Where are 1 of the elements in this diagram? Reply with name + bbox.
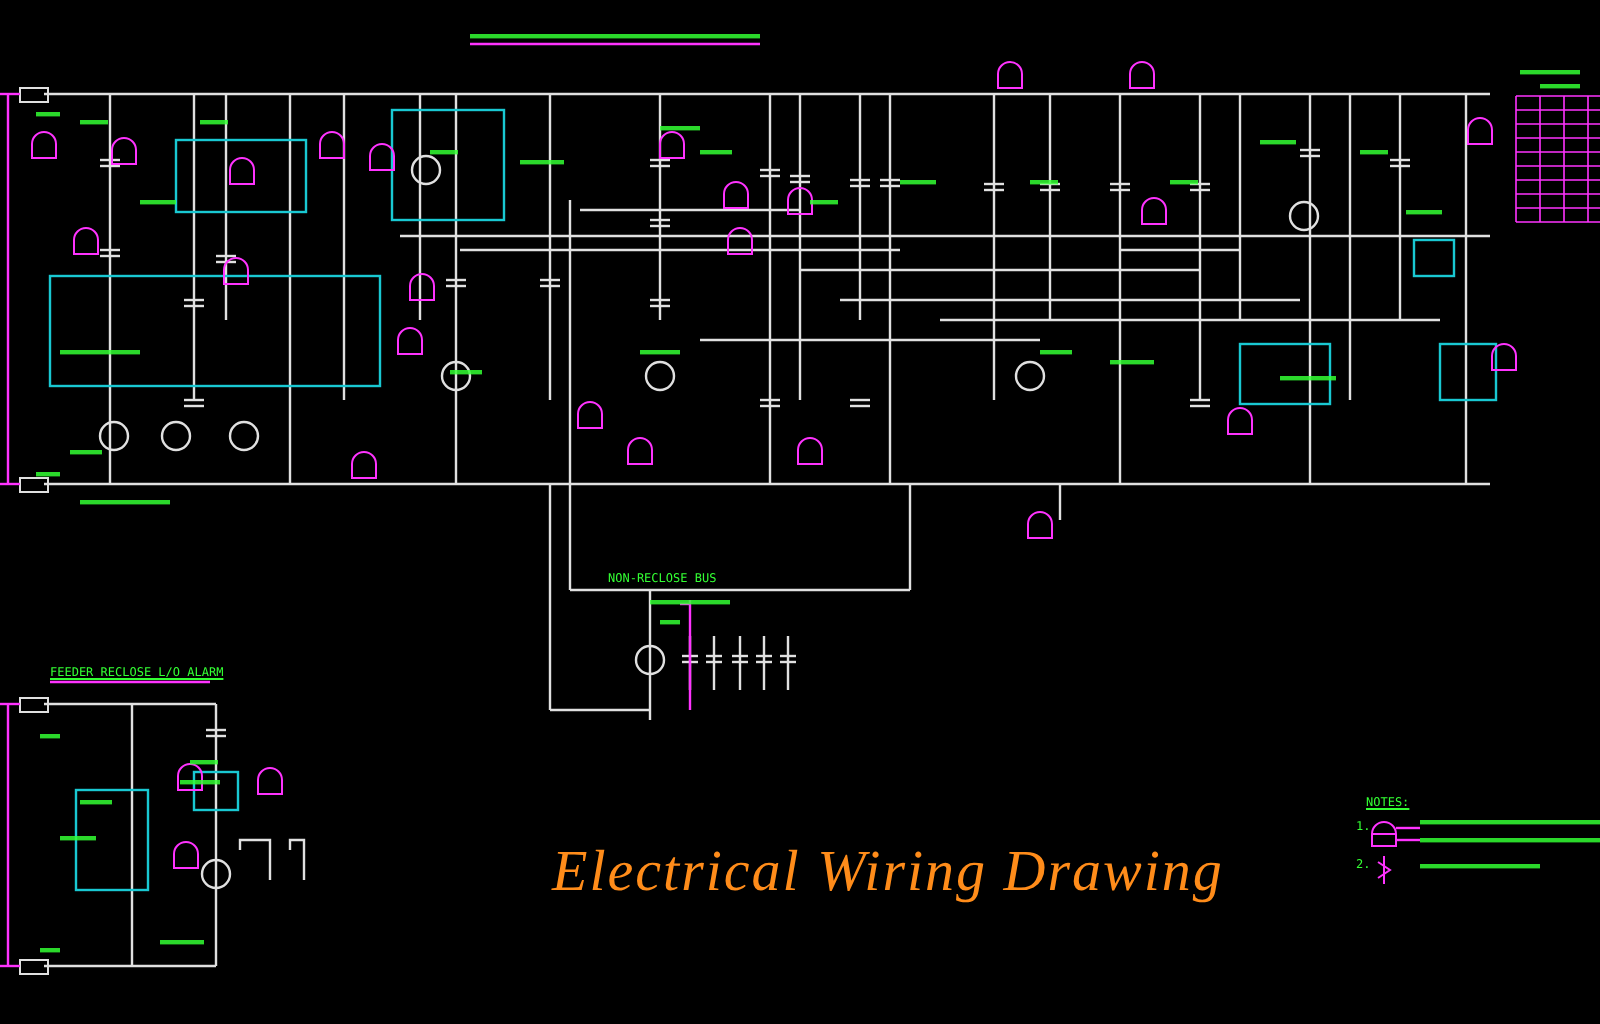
drawing-title: Electrical Wiring Drawing [552, 840, 1224, 906]
